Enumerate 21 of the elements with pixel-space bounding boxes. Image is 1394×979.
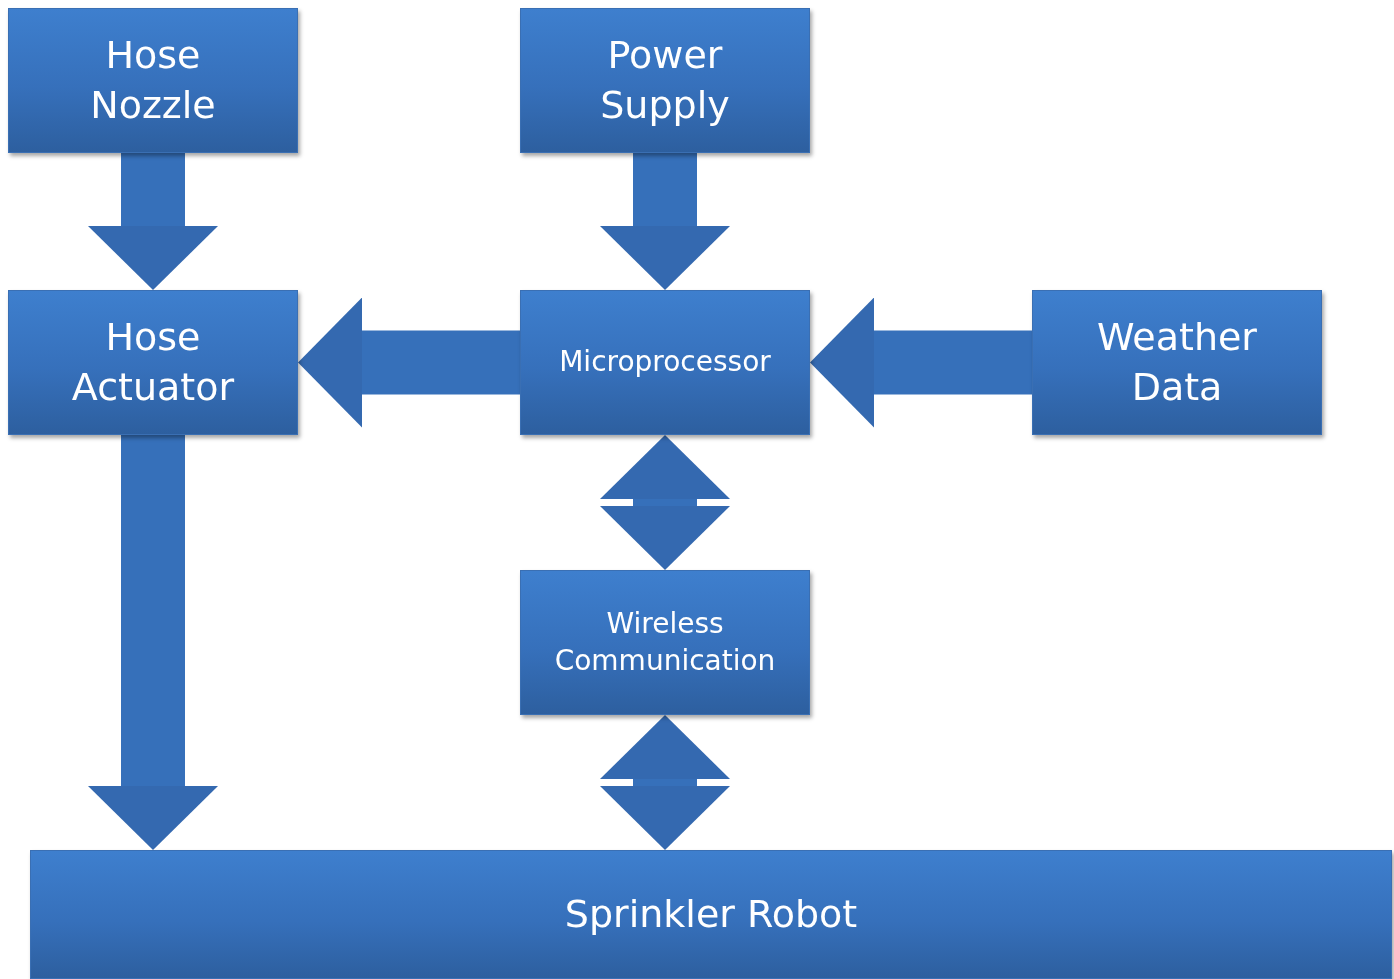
box-label: Sprinkler Robot <box>564 890 858 938</box>
process-box <box>520 570 810 715</box>
block-arrow <box>88 435 218 850</box>
box-label: Power Supply <box>599 32 731 129</box>
box-label: Microprocessor <box>559 344 771 381</box>
process-box <box>8 290 298 435</box>
process-box <box>30 850 1392 979</box>
process-box <box>520 290 810 435</box>
process-box <box>1032 290 1322 435</box>
block-arrow <box>810 297 1032 428</box>
block-arrow <box>600 435 730 570</box>
process-box <box>520 8 810 153</box>
block-arrow <box>600 153 730 290</box>
block-arrow <box>600 715 730 850</box>
box-label: Hose Actuator <box>70 314 236 411</box>
box-label: Weather Data <box>1096 314 1258 411</box>
box-label: Wireless Communication <box>554 606 776 679</box>
block-arrow <box>298 297 520 428</box>
process-box <box>8 8 298 153</box>
block-arrow <box>88 153 218 290</box>
box-label: Hose Nozzle <box>89 32 217 129</box>
